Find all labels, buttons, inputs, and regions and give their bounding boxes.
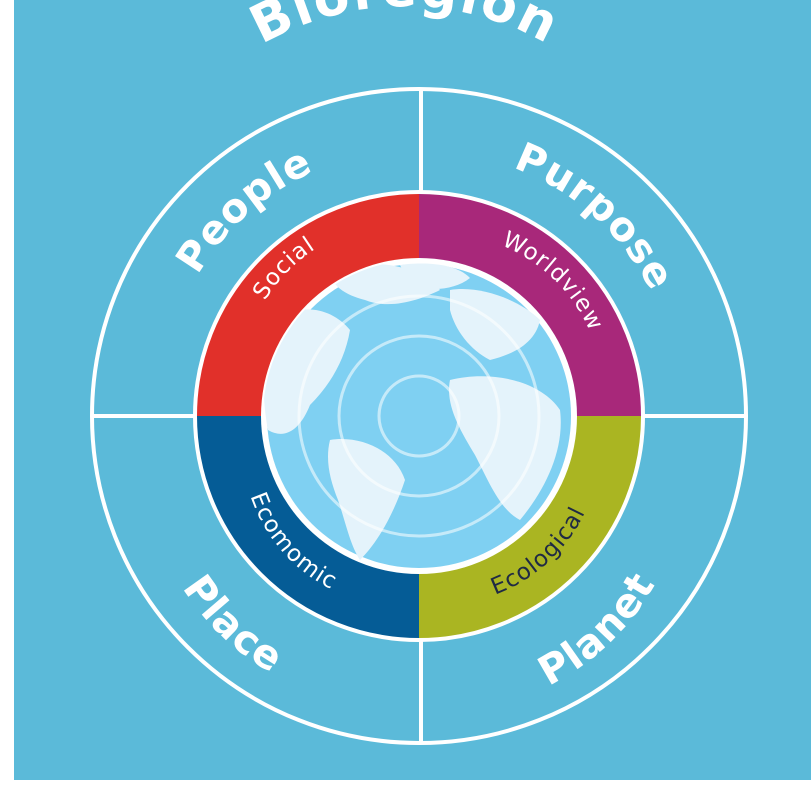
ring-segment-social (195, 192, 419, 416)
ring-segment-ecological (419, 416, 643, 640)
ring-outline (193, 190, 645, 642)
ring-segment-economic (195, 416, 419, 640)
globe-icon (261, 258, 577, 574)
ring-segment-worldview (419, 192, 643, 416)
ring-segments (193, 190, 645, 642)
